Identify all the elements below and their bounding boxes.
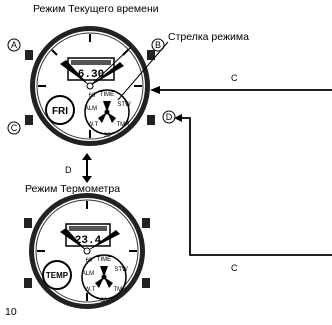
mode-hand-pointer [117, 41, 169, 101]
arrow-c-bottom-label: C [231, 263, 238, 273]
button-d-pusher [147, 115, 155, 125]
button-b-pusher [147, 50, 155, 60]
arrow-c-flow [155, 89, 332, 256]
watch-bottom-mode-tmr: TMR [114, 287, 128, 293]
button-labels: A B C D [7, 38, 176, 135]
watch-bottom-mode-alm: ALM [82, 271, 94, 277]
watch-bottom-left-dial: TEMP [46, 271, 69, 280]
button-c-pusher [25, 115, 33, 125]
watch-top-mode-tmr: TMR [117, 122, 131, 128]
mode-hand-label: Стрелка режима [168, 31, 249, 43]
watch-top-num-30: 30 [104, 133, 111, 139]
arrow-c-top-label: C [231, 73, 238, 83]
timekeeping-mode-title: Режим Текущего времени [33, 3, 159, 15]
watch-top-num-60: 60 [89, 93, 96, 99]
button-a-pusher [25, 50, 33, 60]
watch-top-left-dial: FRI [52, 106, 68, 117]
watch-bottom-num-30: 30 [101, 298, 108, 304]
page-number: 10 [5, 306, 17, 318]
button-a-label: A [11, 40, 17, 50]
watch-top-mode-wt: W.T [88, 122, 99, 128]
watch-bottom-display: 23.4 [75, 235, 102, 247]
button-d-label: D [166, 112, 173, 122]
arrow-c-bottom-head [174, 114, 182, 122]
watch-top-display: 6.30 [78, 69, 104, 81]
watch-top-mode-stw: STW [117, 102, 131, 108]
button-c-label: C [11, 123, 18, 133]
watch-bottom-mode-wt: W.T [85, 287, 96, 293]
watch-bottom-mode-stw: STW [114, 267, 128, 273]
watch-top-mode-alm: ALM [85, 106, 97, 112]
button-b-label: B [155, 40, 161, 50]
watch-bottom-num-60: 60 [86, 258, 93, 264]
arrow-d-label: D [65, 165, 72, 175]
arrow-d [82, 153, 92, 183]
watch-top: 6.30 FRI TIME STW TMR ALM W.T 60 30 [25, 26, 155, 146]
watch-bottom: 23.4 TEMP TIME STW TMR ALM W.T 60 30 [24, 193, 150, 309]
arrow-c-top-head [150, 86, 160, 94]
watch-bottom-mode-time: TIME [97, 257, 111, 263]
watch-top-mode-time: TIME [100, 92, 114, 98]
thermometer-mode-title: Режим Термометра [25, 183, 121, 195]
